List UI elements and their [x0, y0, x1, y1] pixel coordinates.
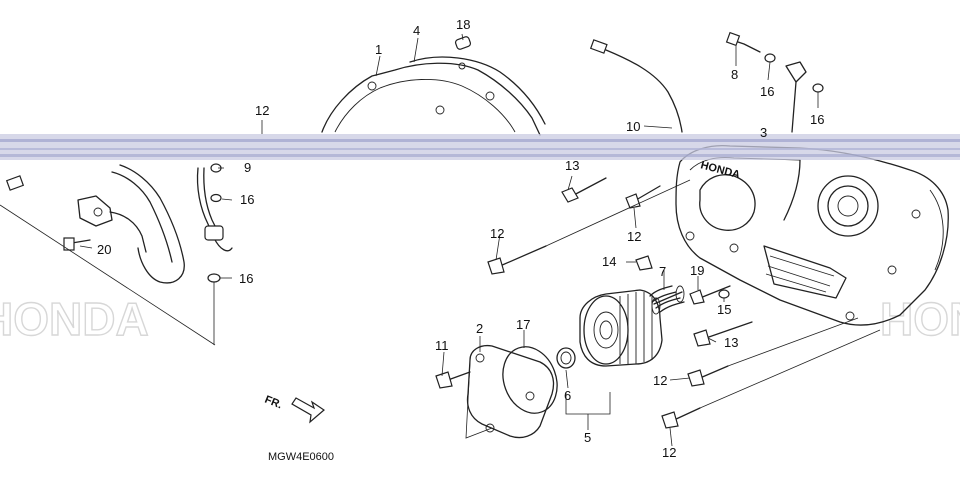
front-mark-text: FR.	[263, 394, 284, 412]
callout-15: 15	[717, 302, 731, 317]
callout-12-bottom: 12	[662, 445, 676, 460]
oil-filter-part	[579, 289, 663, 367]
front-direction-arrow: FR.	[263, 394, 325, 424]
callout-12-low: 12	[653, 373, 667, 388]
callout-4: 4	[413, 23, 420, 38]
callout-20: 20	[97, 242, 111, 257]
callout-13-top: 13	[565, 158, 579, 173]
callout-1: 1	[375, 42, 382, 57]
o-ring-part	[556, 347, 576, 369]
callout-11: 11	[435, 338, 449, 353]
filter-cover-bolt-part	[435, 371, 471, 389]
callout-12-top: 12	[255, 103, 269, 118]
callout-16-right: 16	[810, 112, 824, 127]
callout-10: 10	[626, 119, 640, 134]
callout-leaders	[79, 33, 819, 447]
callout-3: 3	[760, 125, 767, 140]
leader-left-diagonal	[0, 204, 216, 346]
inner-cover-part	[321, 56, 546, 136]
bracket-bolt-part	[725, 31, 824, 133]
callout-18: 18	[456, 17, 470, 32]
callout-16-bracket: 16	[760, 84, 774, 99]
breather-pipe-part	[196, 163, 233, 345]
callout-7: 7	[659, 264, 666, 279]
oil-filter-cover-part	[465, 344, 555, 439]
diagram-code: MGW4E0600	[268, 451, 334, 463]
callout-13-side: 13	[724, 335, 738, 350]
filter-set-bracket	[565, 392, 611, 415]
dowel-pin-part	[454, 36, 472, 50]
side-bolts-part	[661, 285, 881, 429]
callout-12-left: 12	[490, 226, 504, 241]
callout-14: 14	[602, 254, 616, 269]
callout-16-pipe: 16	[240, 192, 254, 207]
callout-16-lower: 16	[239, 271, 253, 286]
hose-assembly-part	[5, 164, 185, 284]
filter-spring-part	[649, 285, 685, 315]
callout-5: 5	[584, 430, 591, 445]
scan-band	[0, 134, 960, 160]
callout-8: 8	[731, 67, 738, 82]
callout-19: 19	[690, 263, 704, 278]
cover-bolts-part	[487, 177, 691, 275]
callout-17: 17	[516, 317, 530, 332]
watermark-left: HONDA	[0, 293, 149, 345]
callout-6: 6	[564, 388, 571, 403]
cover-brand-text: HONDA	[699, 159, 741, 181]
sensor-wire-part	[589, 39, 683, 133]
cover-gasket-part	[502, 346, 558, 414]
callout-2: 2	[476, 321, 483, 336]
callout-9: 9	[244, 160, 251, 175]
callout-12-mid: 12	[627, 229, 641, 244]
